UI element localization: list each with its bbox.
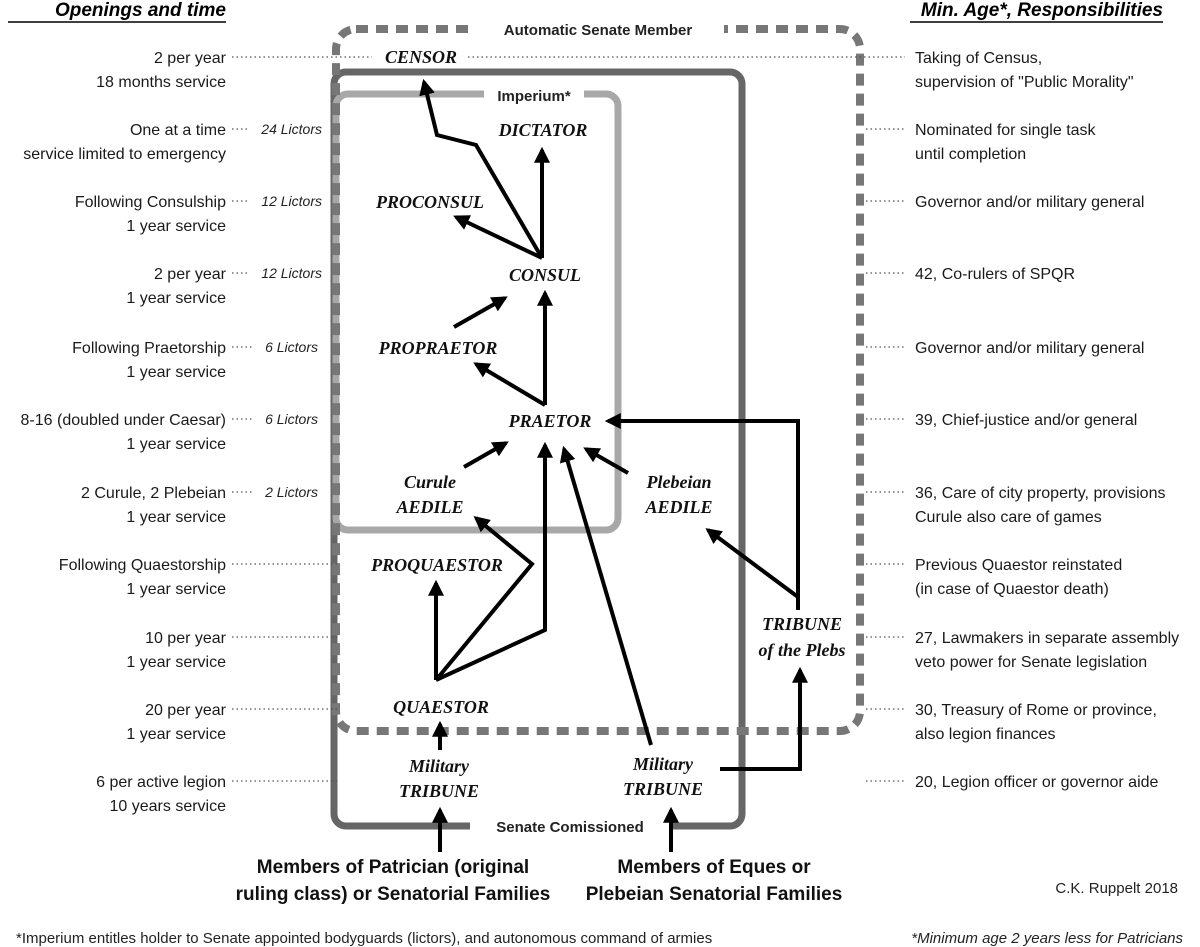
row-left-line1: 2 per year xyxy=(154,50,227,67)
row-left-line1: 2 per year xyxy=(154,266,227,283)
row-left-line2: 1 year service xyxy=(126,509,226,526)
row-right-line1: 30, Treasury of Rome or province, xyxy=(915,702,1157,719)
row-left-line2: 1 year service xyxy=(126,290,226,307)
lictors-label: 24 Lictors xyxy=(260,121,322,137)
imperium-label: Imperium* xyxy=(497,88,571,105)
row-left-line2: 10 years service xyxy=(110,798,227,815)
row-left-line1: 6 per active legion xyxy=(96,774,226,791)
lictors-label: 12 Lictors xyxy=(261,193,322,209)
row-left-line2: 1 year service xyxy=(126,218,226,235)
row-left-line1: Following Quaestorship xyxy=(59,557,226,574)
office-tribune-plebs-line1: TRIBUNE xyxy=(762,614,842,634)
row-left-line2: 18 months service xyxy=(96,74,226,91)
senate-member-label: Automatic Senate Member xyxy=(504,22,693,39)
row-left-line2: 1 year service xyxy=(126,436,226,453)
office-military-tribune-left-line2: TRIBUNE xyxy=(399,781,479,801)
row-right-line1: Taking of Census, xyxy=(915,50,1042,67)
row-right-line1: 39, Chief-justice and/or general xyxy=(915,412,1137,429)
senate-commissioned-label-bg xyxy=(470,815,670,837)
imperium-label-bg xyxy=(484,84,584,106)
row-left-line1: 8-16 (doubled under Caesar) xyxy=(21,412,226,429)
lictors-label: 6 Lictors xyxy=(265,411,318,427)
row-right-line1: 27, Lawmakers in separate assembly xyxy=(915,630,1179,647)
row-left-line2: service limited to emergency xyxy=(23,146,226,163)
row-right-line2: veto power for Senate legislation xyxy=(915,654,1147,671)
arrow-consul-to-censor xyxy=(419,78,544,260)
arrow-tribune-plebs-to-plebeian-aedile xyxy=(705,528,800,599)
senate-commissioned-label: Senate Comissioned xyxy=(496,819,644,836)
source-groups: Members of Patrician (original ruling cl… xyxy=(236,857,843,905)
senate-member-label-bg xyxy=(474,18,724,40)
row-right-line2: (in case of Quaestor death) xyxy=(915,581,1109,598)
row-right-line1: 20, Legion officer or governor aide xyxy=(915,774,1159,791)
office-plebeian-aedile-line1: Plebeian xyxy=(646,472,712,492)
office-propraetor: PROPRAETOR xyxy=(378,338,498,358)
footnote-imperium: *Imperium entitles holder to Senate appo… xyxy=(16,930,712,947)
eques-source-line1: Members of Eques or xyxy=(617,857,811,878)
lictors-label: 12 Lictors xyxy=(261,265,322,281)
office-plebeian-aedile-line2: AEDILE xyxy=(644,497,712,517)
office-military-tribune-right-line1: Military xyxy=(632,754,694,774)
right-column-responsibilities: Taking of Census, supervision of "Public… xyxy=(915,50,1179,791)
arrow-praetor-to-propraetor xyxy=(473,362,547,407)
row-right-line1: Governor and/or military general xyxy=(915,340,1144,357)
row-left-line1: 20 per year xyxy=(145,702,227,719)
office-praetor: PRAETOR xyxy=(508,411,592,431)
arrow-consul-to-proconsul xyxy=(453,215,543,260)
footnote-patricians: *Minimum age 2 years less for Patricians xyxy=(911,930,1183,947)
arrow-plebeian-aedile-to-praetor xyxy=(583,447,629,475)
row-left-line2: 1 year service xyxy=(126,726,226,743)
left-column-header: Openings and time xyxy=(55,0,226,21)
arrow-propraetor-to-consul xyxy=(453,296,508,329)
office-proquaestor: PROQUAESTOR xyxy=(370,555,503,575)
arrow-military-tribune-to-praetor xyxy=(559,445,653,746)
row-left-line2: 1 year service xyxy=(126,364,226,381)
leader-lines xyxy=(232,56,905,782)
row-right-line2: Curule also care of games xyxy=(915,509,1102,526)
row-left-line1: Following Praetorship xyxy=(72,340,226,357)
row-right-line1: Nominated for single task xyxy=(915,122,1097,139)
row-right-line1: 42, Co-rulers of SPQR xyxy=(915,266,1075,283)
row-left-line1: Following Consulship xyxy=(75,194,226,211)
office-military-tribune-left-line1: Military xyxy=(408,756,470,776)
office-military-tribune-right-line2: TRIBUNE xyxy=(623,779,703,799)
row-right-line2: supervision of "Public Morality" xyxy=(915,74,1134,91)
office-consul: CONSUL xyxy=(509,265,581,285)
row-right-line1: 36, Care of city property, provisions xyxy=(915,485,1165,502)
office-tribune-plebs-line2: of the Plebs xyxy=(759,640,846,660)
office-censor: CENSOR xyxy=(385,47,457,67)
offices: CENSOR DICTATOR PROCONSUL CONSUL PROPRAE… xyxy=(370,47,845,801)
row-left-line1: 10 per year xyxy=(145,630,227,647)
eques-source-line2: Plebeian Senatorial Families xyxy=(586,884,843,905)
row-right-line2: also legion finances xyxy=(915,726,1056,743)
row-left-line1: One at a time xyxy=(130,122,226,139)
office-curule-aedile-line2: AEDILE xyxy=(395,497,463,517)
lictors-label: 2 Lictors xyxy=(264,484,318,500)
patrician-source-line1: Members of Patrician (original xyxy=(257,857,529,878)
office-quaestor: QUAESTOR xyxy=(393,697,489,717)
progression-arrows xyxy=(419,78,808,852)
arrow-military-tribune-to-tribune-plebs xyxy=(720,666,808,771)
row-right-line1: Governor and/or military general xyxy=(915,194,1144,211)
lictors-label: 6 Lictors xyxy=(265,339,318,355)
patrician-source-line2: ruling class) or Senatorial Families xyxy=(236,884,551,905)
arrow-quaestor-to-praetor xyxy=(435,441,553,682)
office-curule-aedile-line1: Curule xyxy=(404,472,456,492)
row-right-line1: Previous Quaestor reinstated xyxy=(915,557,1122,574)
office-proconsul: PROCONSUL xyxy=(375,192,484,212)
right-column-header: Min. Age*, Responsibilities xyxy=(921,0,1163,21)
left-column-openings: 2 per year 18 months service One at a ti… xyxy=(21,50,227,815)
row-left-line2: 1 year service xyxy=(126,654,226,671)
arrow-quaestor-to-curule-aedile xyxy=(434,515,535,682)
row-left-line2: 1 year service xyxy=(126,581,226,598)
row-left-line1: 2 Curule, 2 Plebeian xyxy=(81,485,226,502)
arrow-tribune-plebs-to-praetor xyxy=(604,413,800,610)
author-credit: C.K. Ruppelt 2018 xyxy=(1055,880,1178,897)
lictor-counts: 24 Lictors 12 Lictors 12 Lictors 6 Licto… xyxy=(250,120,324,501)
office-dictator: DICTATOR xyxy=(498,120,588,140)
row-right-line2: until completion xyxy=(915,146,1026,163)
arrow-curule-aedile-to-praetor xyxy=(463,441,509,469)
